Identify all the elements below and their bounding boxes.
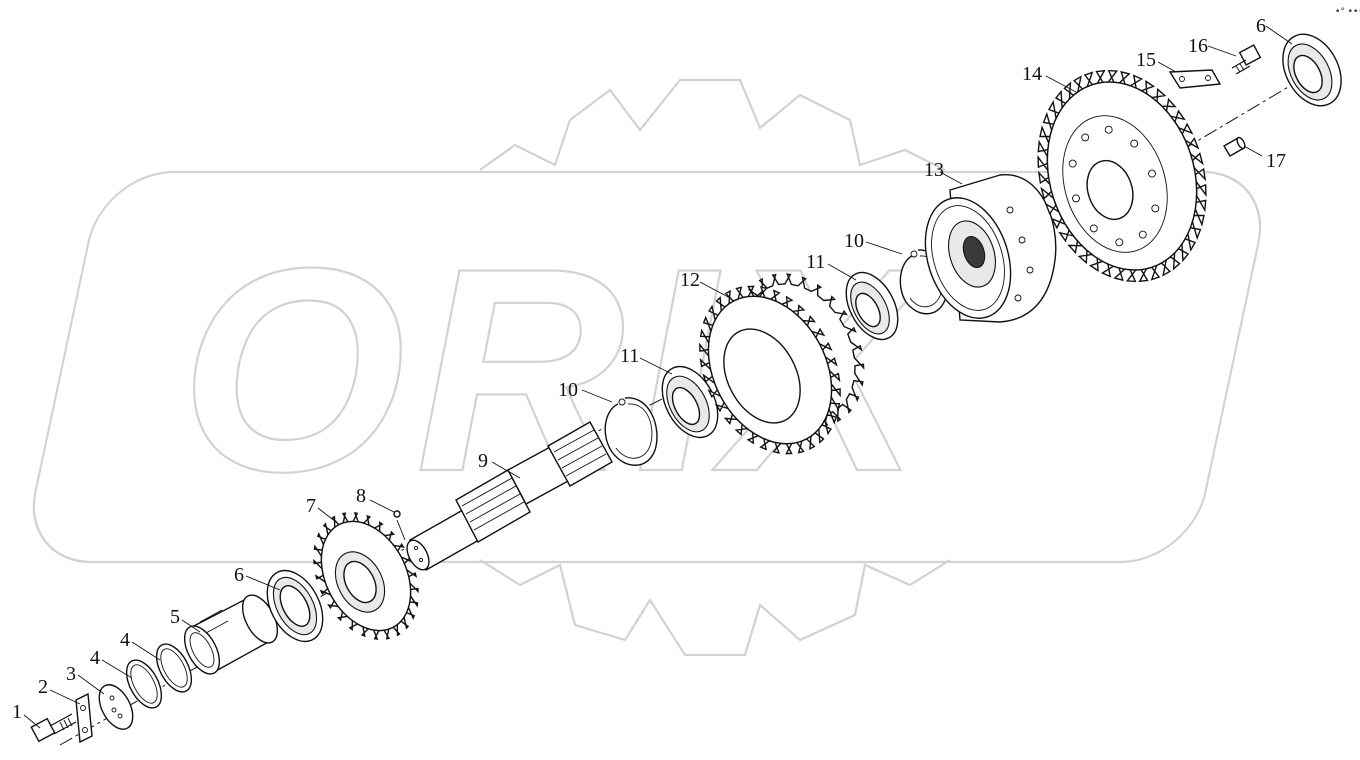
part-14-large-gear: [1037, 69, 1207, 283]
part-7-small-gear: [313, 512, 419, 640]
part-13-clutch-drum: [924, 174, 1057, 323]
part-2-lock-plate: [75, 692, 93, 744]
callout-4b: 4: [120, 629, 130, 651]
part-11-bearing-upper: [845, 271, 899, 341]
callout-12: 12: [680, 269, 700, 291]
gear-14-bolt-hole: [1081, 133, 1090, 142]
part-10-snap-ring-lower: [604, 397, 658, 466]
corner-mark: •° •••: [1335, 7, 1360, 17]
watermark-box: [32, 170, 1262, 564]
part-8-pin: [393, 510, 406, 541]
leader-lines: [23, 25, 1293, 729]
callout-17: 17: [1266, 150, 1286, 172]
callouts: 1 2 3 4 4 5 6 6 7 8 9 10 10 11 11 12 13 …: [12, 15, 1286, 723]
callout-7: 7: [306, 495, 316, 517]
callout-6a: 6: [234, 564, 244, 586]
part-12-double-gear: [699, 273, 865, 455]
callout-11b: 11: [806, 251, 825, 273]
watermark-gear-outline: [479, 78, 951, 657]
part-9-shaft: [406, 421, 613, 571]
gear-14-bolt-hole: [1104, 125, 1113, 134]
callout-9: 9: [478, 450, 488, 472]
gear-14-bolt-hole: [1138, 230, 1147, 239]
callout-8: 8: [356, 485, 366, 507]
callout-13: 13: [924, 159, 944, 181]
part-16-bolt: [1231, 44, 1262, 75]
gear-14-bolt-hole: [1151, 204, 1160, 213]
part-1-bolt: [30, 713, 77, 743]
gear-14-bolt-hole: [1115, 238, 1124, 247]
callout-6b: 6: [1256, 15, 1266, 37]
callout-16: 16: [1188, 35, 1208, 57]
callout-5: 5: [170, 606, 180, 628]
callout-2: 2: [38, 676, 48, 698]
gear-14-bolt-hole: [1089, 224, 1098, 233]
callout-10b: 10: [844, 230, 864, 252]
callout-10a: 10: [558, 379, 578, 401]
part-6-bearing-left: [266, 569, 324, 643]
part-4-shims: [125, 643, 193, 709]
callout-14: 14: [1022, 63, 1042, 85]
gear-14-bolt-hole: [1068, 159, 1077, 168]
part-3-end-plate: [98, 684, 134, 730]
part-15-lock-plate: [1168, 69, 1222, 89]
gear-14-bolt-hole: [1072, 194, 1080, 203]
gear-14-bolt-hole: [1148, 169, 1156, 178]
part-11-bearing-lower: [661, 365, 719, 439]
part-5-bushing: [183, 594, 279, 675]
callout-1: 1: [12, 701, 22, 723]
gear-14-bolt-hole: [1130, 139, 1139, 148]
part-17-dowel: [1223, 136, 1246, 157]
callout-4a: 4: [90, 647, 100, 669]
callout-15: 15: [1136, 49, 1156, 71]
callout-3: 3: [66, 663, 76, 685]
part-6-bearing-right: [1282, 33, 1342, 107]
callout-11a: 11: [620, 345, 639, 367]
